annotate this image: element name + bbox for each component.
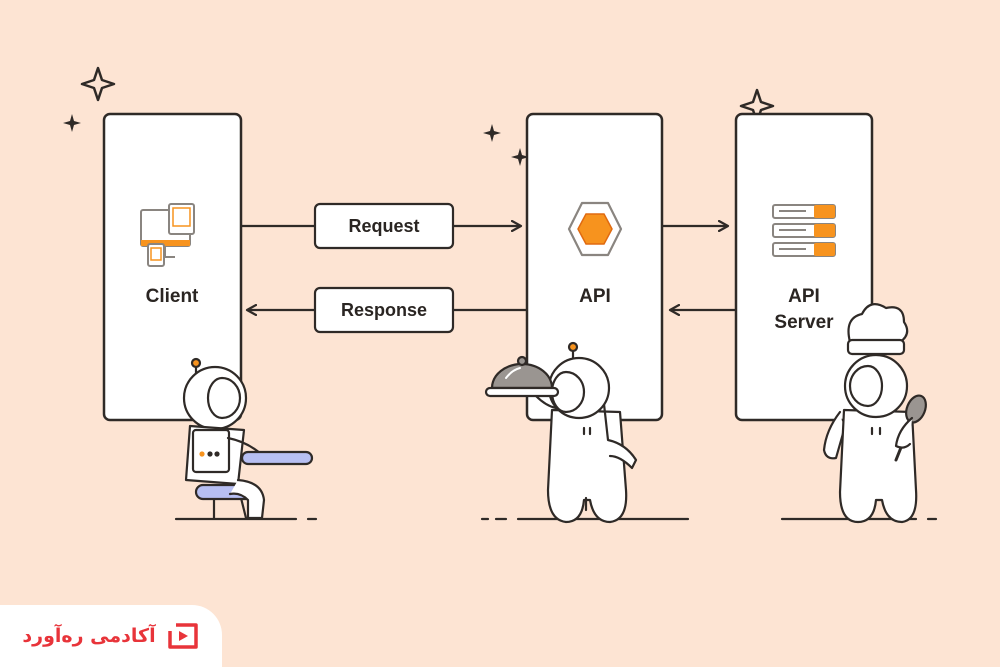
astronaut-chef xyxy=(822,303,927,524)
api-label: API xyxy=(579,286,611,307)
chef-hat-icon xyxy=(846,303,909,356)
response-label: Response xyxy=(341,300,427,320)
server-stack-icon xyxy=(772,204,836,257)
response-pill: Response xyxy=(313,286,455,334)
server-label-line1: API xyxy=(788,286,820,307)
cloche-icon xyxy=(484,355,560,398)
server-label-line2: Server xyxy=(774,312,834,333)
request-label: Request xyxy=(348,216,419,236)
brand-name: آکادمی ره‌آورد xyxy=(22,625,156,647)
connectors xyxy=(241,226,736,310)
play-logo-icon xyxy=(167,623,198,649)
astronaut-seated xyxy=(182,357,314,520)
brand-badge[interactable]: آکادمی ره‌آورد xyxy=(0,605,222,667)
client-node: Client xyxy=(102,112,243,422)
client-label: Client xyxy=(146,286,199,307)
request-pill: Request xyxy=(313,202,455,250)
astronaut-waiter xyxy=(484,341,638,524)
api-node: API xyxy=(525,112,664,422)
hexagon-icon xyxy=(567,201,623,257)
server-node: API Server xyxy=(734,112,874,422)
devices-icon xyxy=(140,203,195,267)
